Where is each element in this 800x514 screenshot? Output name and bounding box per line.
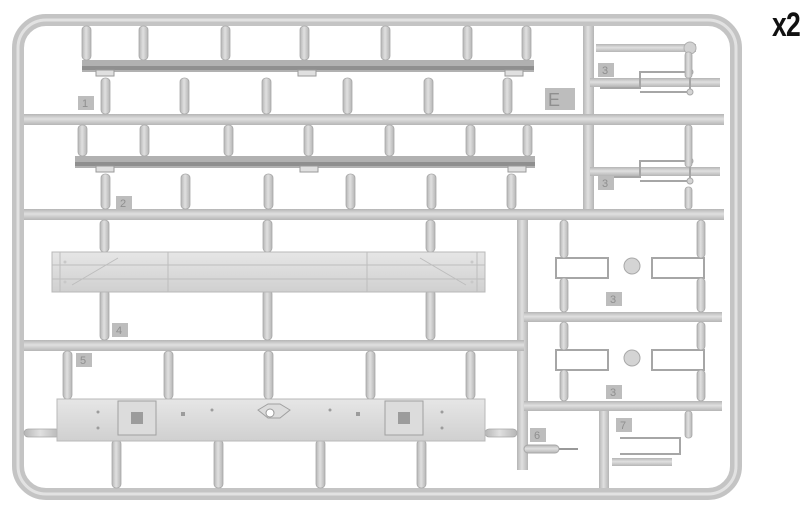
part-number-6: 6 bbox=[534, 430, 540, 442]
part-number-7: 7 bbox=[620, 420, 626, 432]
part-number-3: 3 bbox=[610, 387, 616, 399]
horizontal-runner bbox=[24, 209, 724, 220]
bracket-part bbox=[600, 71, 691, 93]
vertical-runner bbox=[599, 408, 609, 488]
quantity-label: x2 bbox=[772, 6, 800, 44]
part-number-3: 3 bbox=[602, 65, 608, 77]
horizontal-runner bbox=[24, 340, 524, 351]
plank-board bbox=[51, 251, 486, 293]
bracket-part bbox=[555, 349, 609, 371]
horizontal-runner bbox=[524, 312, 722, 322]
bracket-part bbox=[651, 349, 705, 371]
bracket-part bbox=[600, 160, 691, 182]
horizontal-runner bbox=[524, 401, 722, 411]
horizontal-runner bbox=[596, 44, 696, 52]
bracket-part bbox=[555, 257, 609, 279]
part-number-3: 3 bbox=[610, 294, 616, 306]
bracket-part bbox=[620, 437, 681, 455]
sprue-letter: E bbox=[548, 90, 560, 110]
bracket-part bbox=[651, 257, 705, 279]
horizontal-runner bbox=[590, 78, 720, 87]
part-number-tags bbox=[76, 63, 632, 442]
part-number-2: 2 bbox=[120, 198, 126, 210]
part-number-3: 3 bbox=[602, 178, 608, 190]
part-number-1: 1 bbox=[82, 98, 88, 110]
part-number-4: 4 bbox=[116, 325, 122, 337]
part-number-5: 5 bbox=[80, 355, 86, 367]
horizontal-runner bbox=[590, 167, 720, 176]
horizontal-runner bbox=[24, 114, 724, 125]
